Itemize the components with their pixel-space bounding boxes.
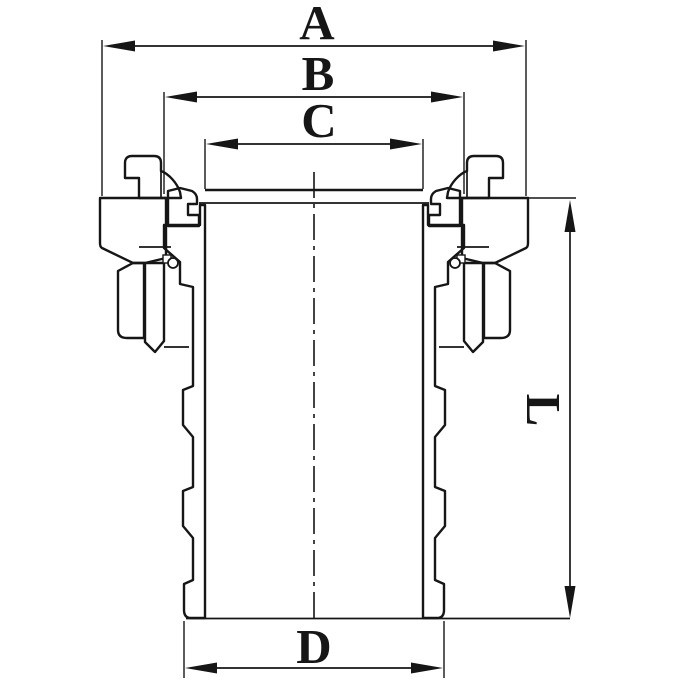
dimension-a: A (101, 0, 527, 196)
claw-lug-left (123, 154, 183, 200)
sleeve-section-right (462, 261, 485, 354)
flange-ring-left (98, 196, 168, 265)
dim-c-arrow-right (390, 138, 422, 150)
dim-d-arrow-left (185, 662, 217, 674)
dim-d-label: D (296, 619, 331, 674)
lock-ball-left (167, 257, 179, 269)
seal-gasket-right (427, 186, 462, 228)
dim-a-arrow-left (103, 40, 135, 52)
dim-a-label: A (299, 0, 335, 50)
sleeve-section-left (143, 261, 166, 354)
shank-wall-left (162, 203, 207, 620)
dimension-c: C (204, 93, 424, 189)
dim-l-label: L (516, 394, 571, 427)
dim-b-label: B (302, 46, 335, 101)
dim-c-arrow-left (206, 138, 238, 150)
dim-b-arrow-left (165, 91, 197, 103)
seal-gasket-left (166, 186, 201, 228)
dim-l-arrow-bottom (564, 586, 576, 618)
dim-d-arrow-right (411, 662, 443, 674)
lock-ball-right (449, 257, 461, 269)
flange-ring-right (460, 196, 530, 265)
dimension-b: B (163, 46, 465, 194)
dim-l-arrow-top (564, 200, 576, 232)
shank-wall-right (421, 203, 466, 620)
dim-a-arrow-right (493, 40, 525, 52)
coupling-body (98, 154, 570, 620)
dim-b-arrow-right (431, 91, 463, 103)
dimension-l: L (516, 197, 576, 618)
dim-c-label: C (301, 93, 336, 148)
swivel-skirt-right (482, 261, 512, 340)
claw-lug-right (445, 154, 505, 200)
dimension-d: D (183, 619, 445, 678)
swivel-skirt-left (116, 261, 146, 340)
